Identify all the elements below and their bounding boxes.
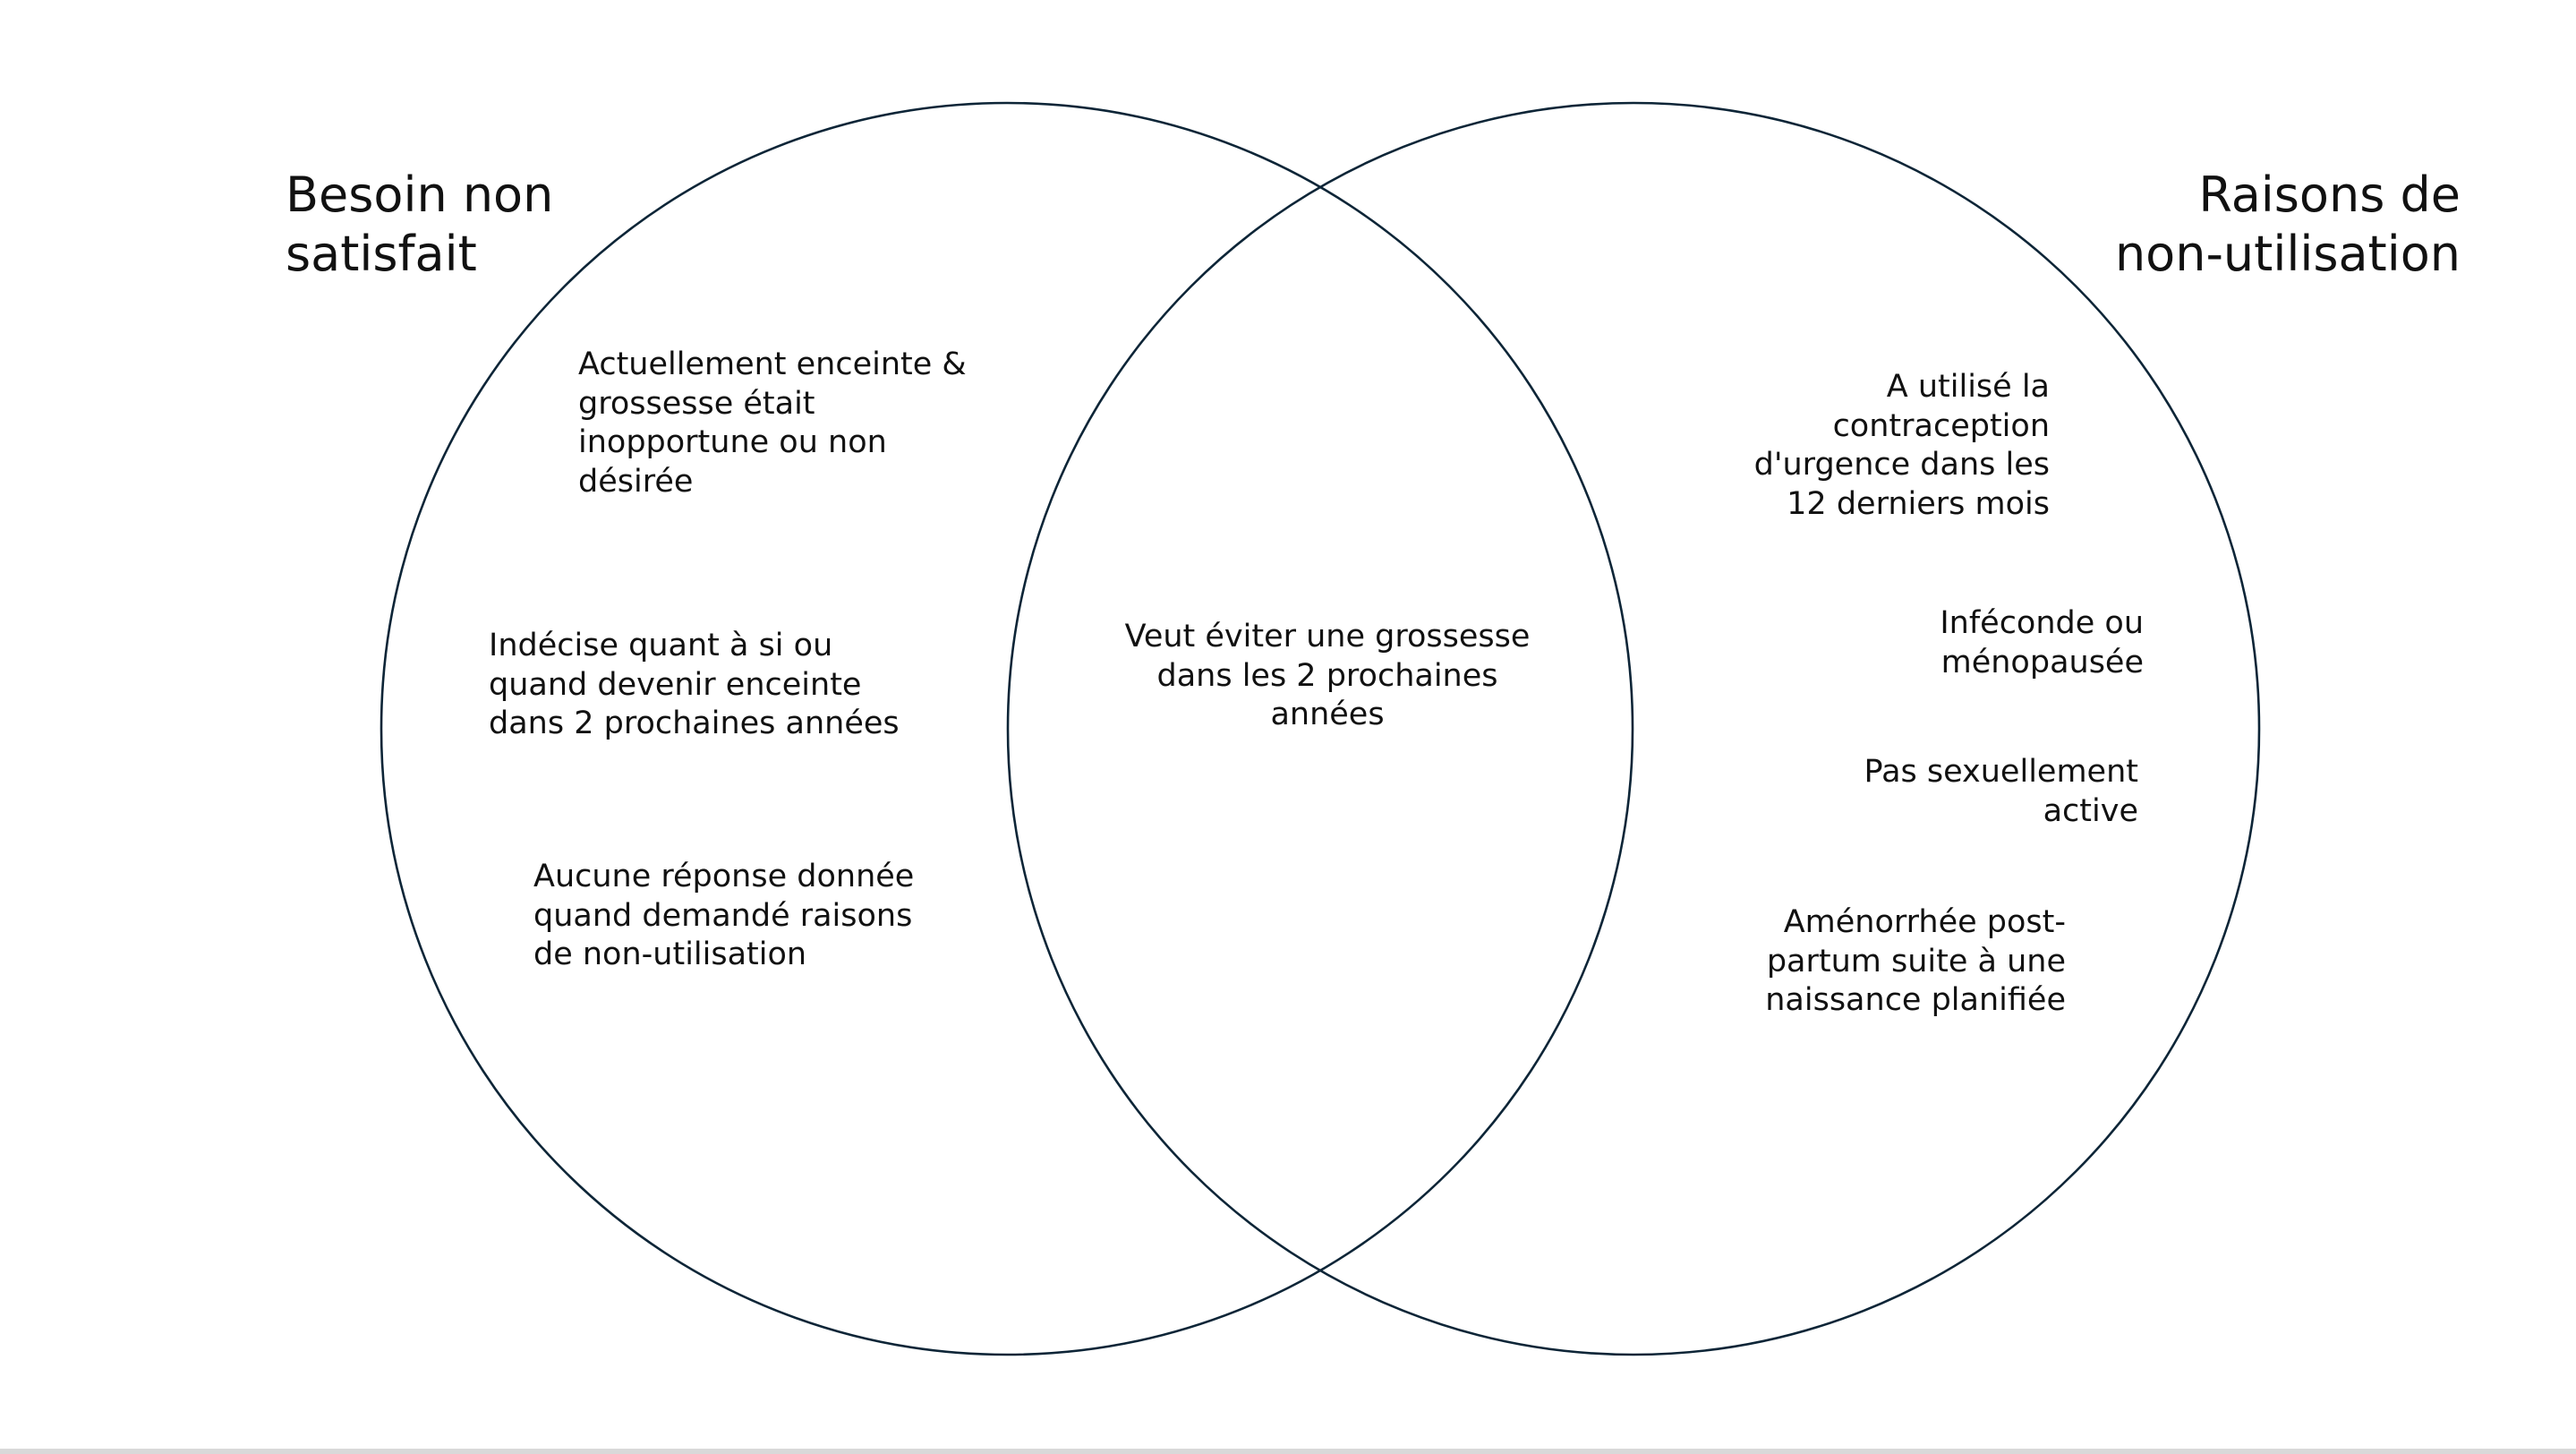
- text-line: Veut éviter une grossesse: [1124, 619, 1531, 654]
- text-line: active: [2043, 792, 2138, 829]
- title-line: non-utilisation: [2114, 226, 2461, 282]
- text-line: dans 2 prochaines années: [489, 706, 900, 741]
- left-set-title: Besoin non satisfait: [286, 166, 553, 284]
- title-line: satisfait: [286, 226, 477, 282]
- right-circle: [1006, 101, 2261, 1356]
- right-set-title: Raisons de non-utilisation: [2115, 166, 2461, 284]
- text-line: Aucune réponse donnée: [533, 859, 915, 894]
- text-line: Inféconde ou: [1940, 605, 2144, 641]
- text-line: grossesse était: [578, 385, 815, 422]
- text-line: contraception: [1832, 407, 2050, 444]
- left-circle: [380, 101, 1634, 1356]
- intersection-item-avoid-pregnancy: Veut éviter une grossesse dans les 2 pro…: [1059, 618, 1596, 735]
- left-item-currently-pregnant: Actuellement enceinte & grossesse était …: [578, 346, 967, 501]
- right-item-not-sexually-active: Pas sexuellement active: [1864, 753, 2138, 831]
- text-line: Actuellement enceinte &: [578, 346, 967, 382]
- text-line: inopportune ou non: [578, 424, 887, 460]
- text-line: Pas sexuellement: [1864, 754, 2138, 790]
- text-line: A utilisé la: [1886, 369, 2050, 405]
- text-line: naissance planifiée: [1765, 982, 2066, 1018]
- text-line: de non-utilisation: [533, 937, 807, 972]
- right-item-emergency-contraception: A utilisé la contraception d'urgence dan…: [1754, 368, 2050, 524]
- text-line: Indécise quant à si ou: [489, 628, 833, 663]
- text-line: années: [1270, 697, 1385, 732]
- text-line: quand devenir enceinte: [489, 666, 862, 703]
- text-line: désirée: [578, 463, 694, 500]
- text-line: ménopausée: [1941, 644, 2144, 680]
- text-line: d'urgence dans les: [1753, 447, 2050, 483]
- bottom-border: [0, 1449, 2576, 1454]
- left-item-no-answer: Aucune réponse donnée quand demandé rais…: [533, 858, 914, 975]
- right-item-postpartum-amenorrhea: Aménorrhée post- partum suite à une nais…: [1765, 903, 2066, 1021]
- text-line: dans les 2 prochaines: [1156, 657, 1498, 694]
- text-line: partum suite à une: [1766, 943, 2066, 979]
- right-item-infertile: Inféconde ou ménopausée: [1940, 604, 2144, 682]
- text-line: Aménorrhée post-: [1783, 904, 2066, 940]
- left-item-undecided: Indécise quant à si ou quand devenir enc…: [489, 627, 900, 744]
- title-line: Raisons de: [2198, 167, 2461, 223]
- text-line: quand demandé raisons: [533, 897, 913, 934]
- title-line: Besoin non: [286, 167, 554, 223]
- text-line: 12 derniers mois: [1787, 485, 2050, 522]
